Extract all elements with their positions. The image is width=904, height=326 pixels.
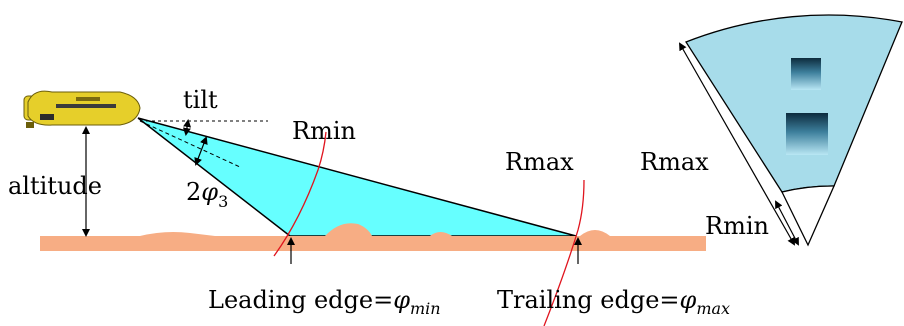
auv-vehicle	[23, 90, 141, 128]
sonar-target-small	[791, 58, 821, 90]
sonar-target-large	[786, 113, 828, 155]
tilt-label: tilt	[183, 86, 218, 114]
rmax-label: Rmax	[505, 148, 574, 176]
leading-edge-label: Leading edge=φmin	[208, 286, 441, 318]
tilt-arrow	[182, 119, 192, 136]
beam-width-label: 2φ3	[186, 178, 228, 211]
rmax-fan-label: Rmax	[640, 148, 709, 176]
rmax-range-arc	[543, 179, 585, 326]
sonar-fan-image	[685, 14, 903, 247]
rmax-fan-arrow	[679, 42, 795, 246]
beam-axis-line	[139, 120, 241, 168]
rmin-range-arc	[273, 131, 327, 257]
trailing-edge-label: Trailing edge=φmax	[497, 286, 730, 318]
altitude-label: altitude	[8, 172, 102, 200]
rmin-fan-label: Rmin	[705, 212, 769, 240]
sonar-beam	[137, 117, 577, 237]
beam-width-arrow	[194, 136, 208, 166]
rmin-fan-arrow	[775, 200, 799, 246]
rmin-label: Rmin	[292, 117, 356, 145]
seabed	[40, 223, 706, 251]
